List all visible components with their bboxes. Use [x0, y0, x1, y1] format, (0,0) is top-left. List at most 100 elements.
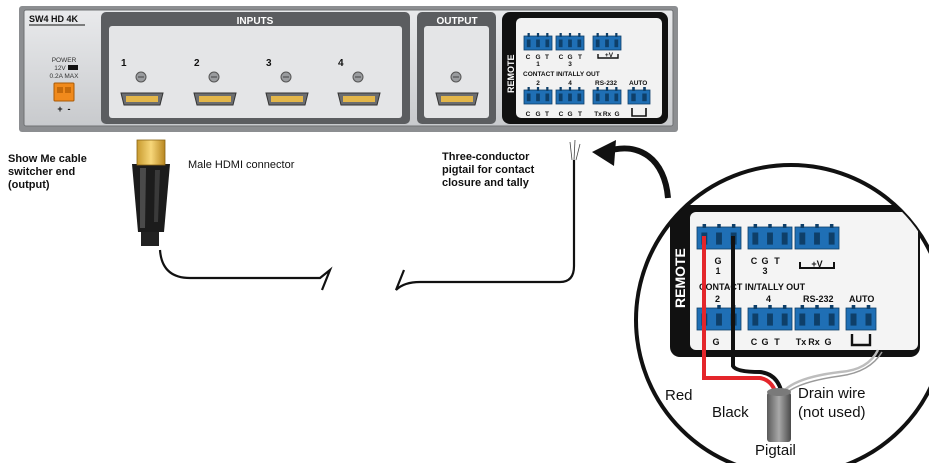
input-number: 1 — [121, 58, 127, 69]
label-pigtail: Pigtail — [755, 442, 796, 459]
zoom-terminal-label: Tx — [796, 337, 807, 347]
black-wire — [731, 236, 784, 395]
power-label: POWER — [52, 57, 77, 64]
terminal-label: 1 — [536, 61, 540, 68]
terminal-label: T — [545, 111, 549, 118]
zoom-arrow-head-icon — [592, 140, 616, 166]
terminal-block — [627, 87, 651, 105]
output-title: OUTPUT — [436, 16, 477, 27]
hdmi-output-port — [435, 71, 479, 106]
zoom-terminal-label: G — [714, 256, 721, 266]
terminal-label: Tx — [594, 111, 602, 118]
hdmi-output — [435, 71, 479, 106]
terminal-block — [747, 224, 793, 250]
terminal-label: C — [526, 54, 531, 61]
power-voltage: 12V — [54, 65, 66, 72]
pigtail-wire-right — [394, 160, 576, 291]
wire-strands-icon — [569, 139, 581, 161]
hdmi-gold-tip — [136, 139, 166, 166]
zoom-terminal-label: +V — [811, 259, 822, 269]
zoom-terminal-label: C — [751, 337, 758, 347]
terminal-block — [592, 87, 622, 105]
label-red: Red — [665, 387, 693, 404]
drain-wire — [778, 349, 880, 397]
terminal-block — [794, 224, 840, 250]
label-drain: Drain wire (not used) — [798, 385, 870, 421]
zoom-terminal-label: G — [761, 256, 768, 266]
terminal-block — [523, 33, 553, 51]
hdmi-input-port — [193, 71, 237, 106]
terminal-block — [592, 33, 622, 51]
remote-title: REMOTE — [506, 54, 516, 93]
terminal-label: T — [578, 54, 582, 61]
zoom-terminal-label: T — [774, 256, 780, 266]
rs232-label: RS-232 — [595, 80, 617, 87]
contact-title: CONTACT IN/TALLY OUT — [523, 71, 600, 78]
pigtail-description: Three-conductor pigtail for contact clos… — [442, 151, 537, 189]
terminal-label: T — [578, 111, 582, 118]
zoom-terminal-label: G — [761, 337, 768, 347]
terminal-label: C — [559, 54, 564, 61]
zoom-n2: 2 — [715, 294, 720, 304]
terminal-label: G — [567, 111, 572, 118]
zoom-remote-title: REMOTE — [672, 248, 688, 308]
terminal-label: +V — [605, 52, 614, 59]
terminal-block — [555, 87, 585, 105]
male-hdmi-label: Male HDMI connector — [188, 159, 295, 171]
zoom-terminal-label: 3 — [762, 266, 767, 276]
device-rear-panel: SW4 HD 4K POWER 12V 0.2A MAX + - INPUTS … — [19, 6, 678, 132]
power-minus: - — [68, 104, 71, 114]
inputs-title: INPUTS — [237, 16, 274, 27]
dc-symbol-icon — [68, 65, 78, 70]
label-black: Black — [712, 404, 749, 421]
zoom-arrow-icon — [604, 145, 671, 199]
hdmi-cable — [132, 139, 170, 406]
zoom-n4: 4 — [766, 294, 771, 304]
input-number: 4 — [338, 58, 344, 69]
zoom-rs232: RS-232 — [803, 294, 834, 304]
zoom-terminal-label: 1 — [715, 266, 720, 276]
zoom-auto: AUTO — [849, 294, 874, 304]
terminal-label: G — [535, 54, 540, 61]
input-number: 3 — [266, 58, 272, 69]
terminal-block — [555, 33, 585, 51]
terminal-label: 4 — [568, 80, 572, 87]
pigtail-sleeve — [767, 392, 791, 442]
terminal-label: 3 — [568, 61, 572, 68]
zoom-terminal-label: G — [824, 337, 831, 347]
terminal-label: G — [567, 54, 572, 61]
terminal-block — [523, 87, 553, 105]
terminal-block — [845, 305, 877, 331]
terminal-label: 2 — [536, 80, 540, 87]
zoom-contact-title: CONTACT IN/TALLY OUT — [699, 282, 806, 292]
terminal-label: G — [614, 111, 619, 118]
terminal-label: Rx — [603, 111, 612, 118]
hdmi-input-ports — [120, 71, 381, 106]
hdmi-input-port — [337, 71, 381, 106]
terminal-label: C — [526, 111, 531, 118]
terminal-block — [794, 305, 840, 331]
terminal-label: G — [535, 111, 540, 118]
zoom-terminal-label: Rx — [808, 337, 820, 347]
terminal-label: C — [559, 111, 564, 118]
power-current: 0.2A MAX — [50, 73, 80, 80]
terminal-label: T — [545, 54, 549, 61]
zoom-terminal-label: G — [712, 337, 719, 347]
input-number: 2 — [194, 58, 200, 69]
terminal-block — [747, 305, 793, 331]
hdmi-input-port — [265, 71, 309, 106]
pigtail-wire-left — [158, 249, 333, 291]
power-plus: + — [57, 104, 62, 114]
auto-label: AUTO — [629, 80, 647, 87]
input-numbers: 1 2 3 4 — [121, 58, 344, 69]
zoom-terminal-label: T — [774, 337, 780, 347]
hdmi-input-port — [120, 71, 164, 106]
show-me-label: Show Me cable switcher end (output) — [8, 153, 90, 191]
model-label: SW4 HD 4K — [29, 14, 79, 24]
zoom-terminal-label: C — [751, 256, 758, 266]
